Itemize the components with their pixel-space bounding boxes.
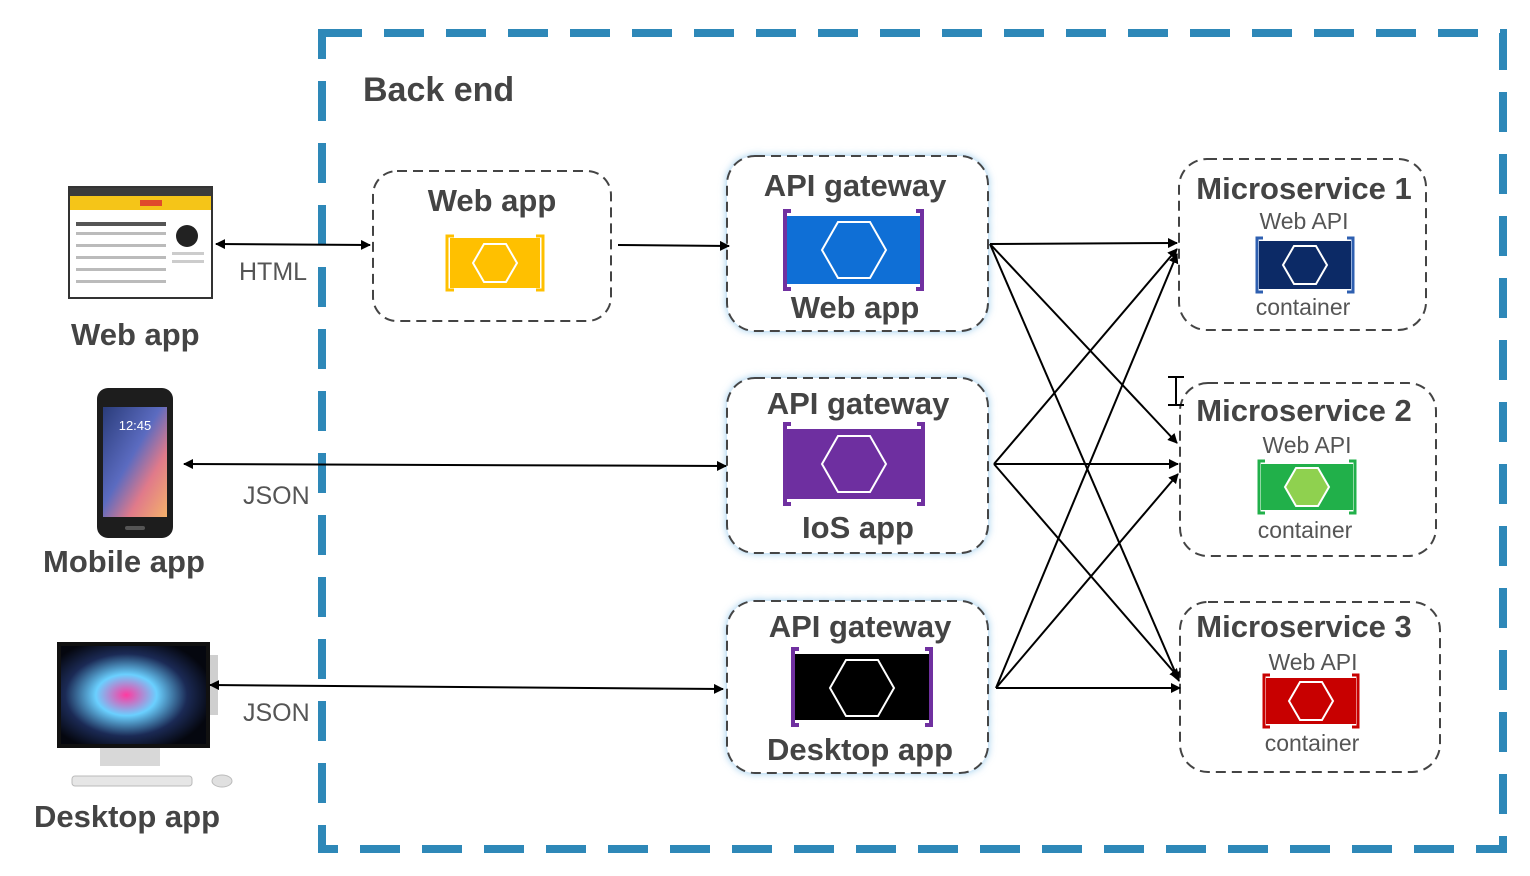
protocol-html-label: HTML [239, 258, 307, 286]
web-browser-icon [68, 186, 213, 299]
desktop-computer-icon [57, 642, 233, 788]
client-desktop-app-label: Desktop app [34, 799, 220, 834]
gateway-ios-label: IoS app [802, 510, 914, 545]
gateway-desktop-title: API gateway [769, 609, 952, 644]
gateway-ios-component-icon [783, 422, 925, 506]
arrow-mobile-to-gateway [183, 459, 727, 471]
protocol-json-mobile-label: JSON [243, 482, 310, 510]
text-cursor-icon [1168, 376, 1184, 406]
gateway-web-component-icon [783, 209, 924, 291]
client-mobile-app-label: Mobile app [43, 544, 205, 579]
microservice-1-box [1178, 158, 1427, 331]
connectors [183, 238, 1181, 694]
backend-web-app-title: Web app [428, 183, 557, 218]
mobile-phone-icon: 12:45 [97, 388, 173, 538]
microservice-1-title: Microservice 1 [1196, 171, 1411, 206]
arrow-gw3-ms2 [995, 473, 1179, 689]
microservice-2-api: Web API [1262, 432, 1351, 458]
arrow-desktop-to-gateway [209, 680, 724, 694]
arrow-gw2-ms3 [993, 463, 1180, 679]
microservice-2-box [1179, 382, 1437, 557]
microservice-2-container: container [1258, 517, 1353, 543]
arrow-gw1-ms1 [989, 238, 1178, 249]
microservice-1-api: Web API [1259, 208, 1348, 234]
client-web-app-label: Web app [71, 317, 200, 352]
gateway-ios-title: API gateway [767, 386, 950, 421]
arrow-gw1-ms2 [989, 243, 1178, 444]
web-app-component-icon [445, 234, 545, 292]
gateway-desktop-component-icon [791, 647, 933, 727]
arrow-gw2-ms1 [993, 248, 1178, 465]
arrow-web-app-to-gateway [617, 240, 730, 251]
microservice-3-container: container [1265, 730, 1360, 756]
arrow-web-client-to-web-app [215, 239, 371, 250]
gateway-web-title: API gateway [764, 168, 947, 203]
microservice-3-container-icon [1262, 673, 1360, 729]
microservice-3-title: Microservice 3 [1196, 609, 1411, 644]
backend-boundary [318, 29, 1507, 853]
arrow-gw1-ms3 [989, 243, 1181, 682]
svg-text:12:45: 12:45 [119, 418, 152, 433]
protocol-json-desktop-label: JSON [243, 699, 310, 727]
backend-web-app-box [372, 170, 612, 322]
microservice-2-container-icon [1257, 459, 1357, 515]
microservice-1-container: container [1256, 294, 1351, 320]
backend-title: Back end [363, 71, 514, 109]
microservice-1-container-icon [1255, 236, 1355, 294]
gateway-desktop-label: Desktop app [767, 732, 953, 767]
gateway-web-label: Web app [791, 290, 920, 325]
microservice-2-title: Microservice 2 [1196, 393, 1411, 428]
microservice-3-api: Web API [1268, 649, 1357, 675]
arrow-gw3-ms1 [995, 253, 1179, 689]
